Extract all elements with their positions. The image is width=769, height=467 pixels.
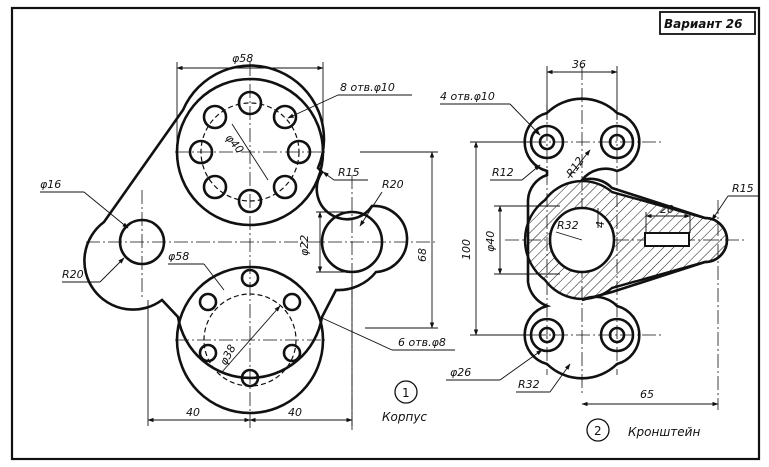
part1-number: 1 (402, 386, 410, 400)
variant-label: Вариант 26 (664, 17, 742, 31)
dim-slot-depth: 4 (594, 221, 607, 228)
dim-r15: R15 (732, 182, 754, 195)
dim-r20-right: R20 (382, 178, 404, 191)
dim-w40-right: 40 (288, 406, 302, 419)
part1-korpus: φ58 8 отв.φ10 φ40 R15 R20 φ22 68 φ16 R20 (40, 52, 455, 430)
upper-holes (188, 90, 312, 214)
note-holes: 4 отв.φ10 (440, 90, 495, 103)
upper-flange (175, 77, 325, 227)
dim-w36: 36 (572, 58, 586, 71)
dim-r20-left: R20 (62, 268, 84, 281)
dim-h68: 68 (416, 248, 429, 262)
note-holes-bottom: 6 отв.φ8 (398, 336, 446, 349)
dim-d58-bottom: φ58 (168, 250, 189, 263)
korpus-outline (83, 64, 409, 380)
slot (644, 232, 690, 247)
dim-d38: φ38 (217, 343, 238, 368)
bracket-holes (529, 124, 635, 353)
note-holes-top: 8 отв.φ10 (340, 81, 395, 94)
dim-w65: 65 (640, 388, 654, 401)
dim-r32-outer: R32 (518, 378, 540, 391)
lower-holes (198, 268, 302, 388)
part1-name: Корпус (382, 410, 427, 424)
dim-d26: φ26 (450, 366, 471, 379)
left-hole (118, 218, 166, 266)
dim-slot-len: 20 (660, 203, 674, 216)
variant-box (659, 11, 756, 35)
part2-kronshtein: 36 4 отв.φ10 R12 R12 100 φ40 R32 4 20 (440, 58, 758, 442)
dim-h100: 100 (460, 239, 473, 260)
part2-number: 2 (594, 424, 602, 438)
dim-r15: R15 (338, 166, 360, 179)
dim-w40-left: 40 (186, 406, 200, 419)
sheet-frame (10, 6, 761, 461)
dim-d58-top: φ58 (232, 52, 253, 65)
dim-d16: φ16 (40, 178, 61, 191)
lower-flange (175, 265, 325, 415)
part2-name: Кронштейн (628, 425, 700, 439)
dim-r12-a: R12 (492, 166, 514, 179)
dim-d40: φ40 (484, 231, 497, 252)
dim-d22: φ22 (298, 235, 311, 256)
dim-d40-top: φ40 (223, 132, 247, 157)
dim-r32-inner: R32 (557, 219, 579, 232)
